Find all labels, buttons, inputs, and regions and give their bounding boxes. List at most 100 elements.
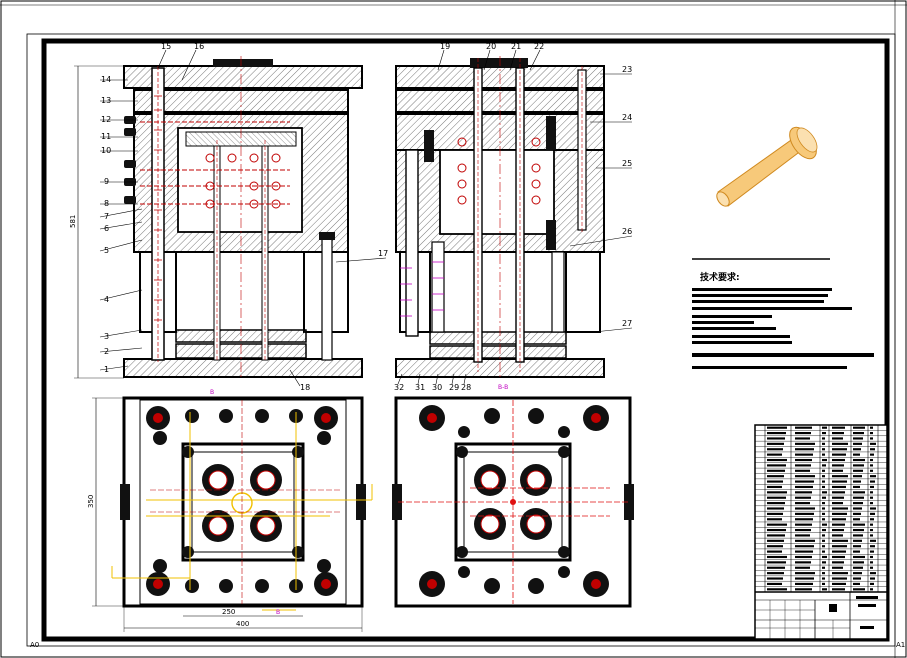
bom-cell-mark bbox=[795, 561, 811, 564]
title-small-grid bbox=[755, 600, 850, 639]
bom-cell-mark bbox=[853, 426, 865, 429]
bom-cell-mark bbox=[870, 534, 873, 537]
bom-cell-mark bbox=[767, 528, 786, 532]
bom-cell-mark bbox=[832, 442, 848, 445]
bom-cell-mark bbox=[822, 458, 827, 462]
bom-cell-mark bbox=[832, 561, 844, 564]
bom-cell-mark bbox=[795, 545, 814, 548]
bom-cell-mark bbox=[767, 523, 787, 526]
part-label-5: 5 bbox=[104, 246, 109, 255]
return-pin bbox=[321, 235, 333, 361]
bom-cell-mark bbox=[767, 485, 782, 489]
part-head-top bbox=[796, 127, 818, 153]
left-plan-plate bbox=[139, 399, 347, 605]
part-label-1: 1 bbox=[104, 365, 109, 374]
bom-cell-mark bbox=[870, 453, 874, 456]
bom-cell-mark bbox=[767, 555, 787, 559]
left-section-view: 14 13 12 11 10 9 8 7 6 5 4 3 2 1 15 16 1… bbox=[69, 42, 388, 392]
bom-cell-mark bbox=[870, 480, 875, 483]
bom-cell-mark bbox=[822, 453, 825, 456]
bom-cell-mark bbox=[795, 448, 814, 451]
left-plan-red-lines bbox=[150, 400, 340, 604]
bom-cell-mark bbox=[870, 555, 873, 559]
bom-cell-mark bbox=[853, 491, 865, 494]
bom-cell-mark bbox=[870, 502, 873, 505]
bom-cell-mark bbox=[822, 485, 825, 489]
bom-cell-mark bbox=[795, 507, 815, 510]
right-plan-view bbox=[392, 396, 634, 608]
bom-cell-mark bbox=[767, 545, 783, 548]
title-name-box bbox=[829, 604, 837, 612]
bom-cell-mark bbox=[795, 469, 810, 472]
right-stop-block bbox=[546, 116, 556, 150]
bom-cell-mark bbox=[832, 566, 843, 569]
bom-cell-mark bbox=[822, 507, 825, 510]
bom-cell-mark bbox=[795, 453, 813, 456]
bom-cell-mark bbox=[767, 480, 783, 483]
return-pin-head bbox=[319, 232, 335, 240]
right-plan-bolts bbox=[419, 405, 609, 597]
part-label-25: 25 bbox=[622, 159, 632, 168]
tech-text-lines bbox=[692, 288, 874, 369]
bom-cell-mark bbox=[870, 485, 874, 489]
bom-cell-mark bbox=[795, 588, 812, 591]
bom-cell-mark bbox=[767, 458, 787, 462]
drawing-frame bbox=[41, 38, 890, 642]
bom-cell-mark bbox=[795, 534, 810, 537]
part-label-22: 22 bbox=[534, 42, 544, 51]
bom-cell-mark bbox=[767, 453, 782, 456]
bom-cell-mark bbox=[870, 512, 875, 515]
bom-cell-mark bbox=[767, 512, 783, 515]
bom-cell-mark bbox=[832, 432, 844, 435]
part-label-13: 13 bbox=[101, 96, 111, 105]
bom-cell-mark bbox=[870, 442, 876, 445]
bom-cell-mark bbox=[822, 518, 825, 521]
cooling-channels-left bbox=[140, 121, 290, 209]
section-marker-bb: B-B bbox=[498, 384, 508, 391]
bom-cell-mark bbox=[795, 437, 810, 440]
bom-cell-mark bbox=[853, 528, 864, 532]
plan-total-dim-value: 400 bbox=[236, 620, 249, 628]
bom-cell-mark bbox=[822, 491, 827, 494]
bom-cell-mark bbox=[832, 523, 845, 526]
bom-cell-mark bbox=[822, 545, 825, 548]
height-dimension-value: 581 bbox=[69, 215, 77, 228]
bom-cell-mark bbox=[822, 512, 825, 515]
bom-cell-mark bbox=[853, 572, 862, 575]
bom-cell-mark bbox=[870, 469, 873, 472]
bom-cell-mark bbox=[853, 518, 860, 521]
bom-cell-mark bbox=[767, 448, 783, 451]
bom-cell-mark bbox=[870, 437, 873, 440]
bom-cell-mark bbox=[870, 588, 873, 591]
part-label-3: 3 bbox=[104, 332, 109, 341]
left-plan-bolts bbox=[146, 406, 338, 596]
bom-cell-mark bbox=[832, 437, 843, 440]
bom-cell-mark bbox=[853, 507, 862, 510]
title-block bbox=[754, 424, 888, 640]
bom-cell-mark bbox=[767, 518, 782, 521]
bom-cell-mark bbox=[870, 426, 873, 429]
bottom-clamp-plate bbox=[123, 358, 363, 378]
right-core-insert bbox=[439, 149, 555, 235]
bom-cell-mark bbox=[832, 491, 845, 494]
bom-cell-mark bbox=[832, 507, 848, 510]
bom-cell-mark bbox=[853, 512, 861, 515]
right-view-leaders bbox=[397, 49, 633, 385]
bom-cell-mark bbox=[870, 566, 873, 569]
bom-cell-mark bbox=[870, 582, 874, 585]
bom-cell-mark bbox=[822, 550, 825, 553]
bom-cell-mark bbox=[767, 464, 786, 467]
bom-cell-mark bbox=[795, 528, 811, 532]
bom-cell-mark bbox=[767, 577, 783, 580]
bom-rows bbox=[755, 430, 887, 587]
bom-cell-mark bbox=[832, 577, 847, 580]
bom-cell-mark bbox=[870, 464, 873, 467]
bom-cell-mark bbox=[767, 475, 784, 478]
part-label-2: 2 bbox=[104, 347, 109, 356]
corner-mark-left: A0 bbox=[30, 641, 39, 649]
bom-cell-mark bbox=[822, 426, 827, 429]
part-label-9: 9 bbox=[104, 177, 109, 186]
bom-cell-mark bbox=[822, 534, 825, 537]
bom-cell-mark bbox=[853, 502, 863, 505]
bom-cell-mark bbox=[870, 507, 876, 510]
